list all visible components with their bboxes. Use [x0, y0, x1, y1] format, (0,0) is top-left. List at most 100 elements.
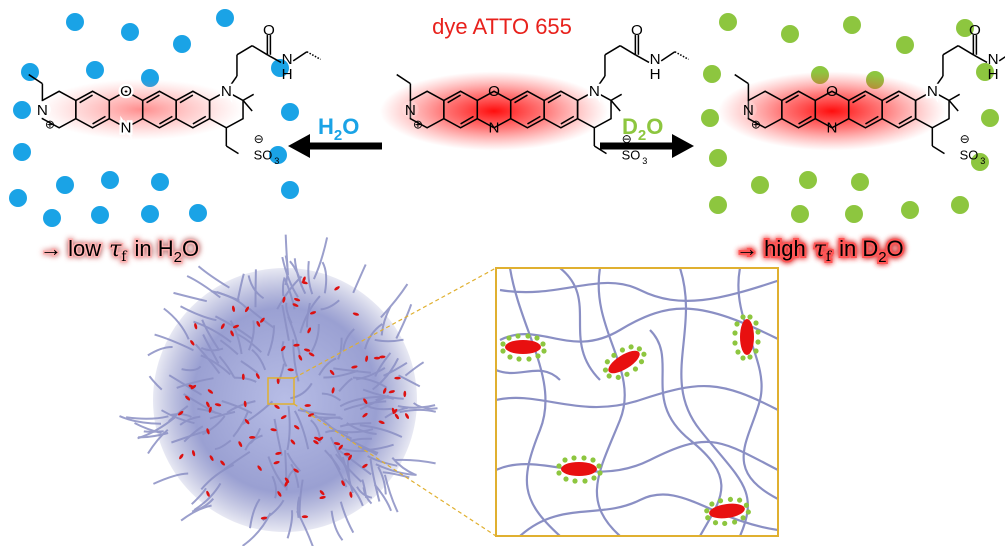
- dye-dot: [231, 305, 236, 312]
- polymer-fiber: [286, 452, 302, 472]
- dye-dot: [352, 312, 360, 316]
- dye-dot: [185, 395, 191, 401]
- polymer-fiber: [356, 367, 386, 381]
- dye-dot: [301, 515, 309, 519]
- zoom-box-icon: [267, 377, 295, 405]
- polymer-fiber: [404, 361, 425, 377]
- polymer-fiber: [249, 498, 261, 529]
- polymer-fiber: [324, 449, 341, 471]
- arrow-label-d2o: D2O: [622, 114, 663, 144]
- dye-dot: [260, 317, 265, 323]
- polymer-fiber: [329, 436, 348, 470]
- dye-dot: [273, 460, 280, 465]
- polymer-fiber: [251, 349, 267, 371]
- polymer-fiber: [341, 456, 354, 494]
- polymer-fiber: [382, 471, 410, 479]
- polymer-fiber: [281, 277, 286, 297]
- polymer-fiber: [183, 425, 204, 443]
- dye-dot: [260, 516, 268, 520]
- polymer-fiber: [119, 415, 162, 425]
- molecule-right: N O N N ⊕ O N H SO 3 ⊖: [718, 22, 1005, 166]
- polymer-fiber: [320, 299, 340, 311]
- polymer-fiber: [191, 498, 215, 513]
- polymer-fiber: [359, 424, 403, 438]
- svg-text:O: O: [969, 22, 981, 39]
- polymer-fiber: [383, 361, 408, 377]
- polymer-fiber: [194, 343, 221, 374]
- polymer-fiber: [344, 478, 364, 507]
- polymer-fiber: [197, 265, 230, 289]
- dye-dot: [334, 286, 340, 291]
- dye-dot: [178, 410, 184, 416]
- polymer-fiber: [329, 425, 353, 440]
- svg-text:N: N: [37, 102, 48, 119]
- polymer-fiber: [173, 291, 208, 303]
- dye-dot: [379, 355, 386, 359]
- polymer-fiber: [148, 375, 163, 391]
- svg-text:N: N: [589, 83, 600, 100]
- polymer-fiber: [330, 510, 344, 541]
- polymer-fiber: [339, 501, 355, 534]
- polymer-fiber: [397, 404, 436, 409]
- dye-dot: [255, 373, 260, 379]
- polymer-fiber: [349, 437, 372, 443]
- polymer-fiber: [333, 367, 371, 374]
- svg-text:O: O: [488, 83, 500, 100]
- polymer-fiber: [271, 475, 278, 499]
- svg-text:N: N: [827, 119, 838, 136]
- dye-dot: [292, 303, 299, 307]
- polymer-fiber: [362, 388, 404, 400]
- dye-dot: [319, 495, 326, 500]
- title: dye ATTO 655: [432, 14, 572, 39]
- svg-text:⊖: ⊖: [254, 132, 264, 146]
- polymer-fiber: [266, 325, 276, 357]
- polymer-fiber: [306, 302, 311, 328]
- polymer-fiber: [233, 376, 257, 383]
- polymer-fiber: [154, 333, 194, 352]
- polymer-fiber: [375, 463, 417, 476]
- polymer-fiber: [281, 256, 299, 298]
- polymer-fiber: [183, 393, 217, 414]
- polymer-fiber: [321, 261, 328, 294]
- dye-dot: [230, 330, 234, 337]
- svg-text:H: H: [988, 66, 999, 83]
- polymer-fiber: [377, 466, 387, 495]
- polymer-fiber: [352, 376, 388, 389]
- dye-dot: [293, 343, 300, 347]
- dye-dot: [209, 455, 214, 461]
- molecule-left: N O N N ⊕ O N H SO 3 ⊖: [27, 22, 322, 166]
- dye-dot: [243, 400, 247, 408]
- svg-text:O: O: [826, 83, 838, 100]
- polymer-fiber: [201, 319, 221, 351]
- dye-dot: [188, 384, 195, 389]
- dye-dot: [241, 373, 245, 380]
- polymer-fiber: [369, 458, 381, 502]
- svg-text:H: H: [650, 66, 661, 83]
- polymer-fiber: [398, 374, 421, 388]
- polymer-fiber: [176, 377, 214, 389]
- polymer-fiber: [356, 486, 373, 499]
- dye-in-network: [500, 314, 761, 527]
- polymer-fiber: [394, 458, 436, 465]
- dye-dot: [191, 450, 196, 457]
- network-inset: [495, 267, 779, 537]
- dye-dot: [308, 352, 315, 357]
- polymer-fiber: [384, 407, 408, 419]
- polymer-fiber: [160, 409, 195, 425]
- svg-text:O: O: [120, 83, 132, 100]
- dye-dot: [392, 408, 398, 414]
- dye-dot: [309, 311, 317, 315]
- dye-dot: [301, 281, 308, 285]
- dye-dot: [373, 356, 381, 360]
- polymer-fiber: [201, 415, 226, 436]
- polymer-fiber: [307, 260, 314, 295]
- polymer-fiber: [219, 339, 239, 356]
- dye-dot: [274, 404, 280, 409]
- polymer-fiber: [281, 341, 288, 367]
- dye-dot: [293, 468, 299, 473]
- dye-dot: [331, 387, 335, 394]
- dye-dot: [298, 354, 303, 361]
